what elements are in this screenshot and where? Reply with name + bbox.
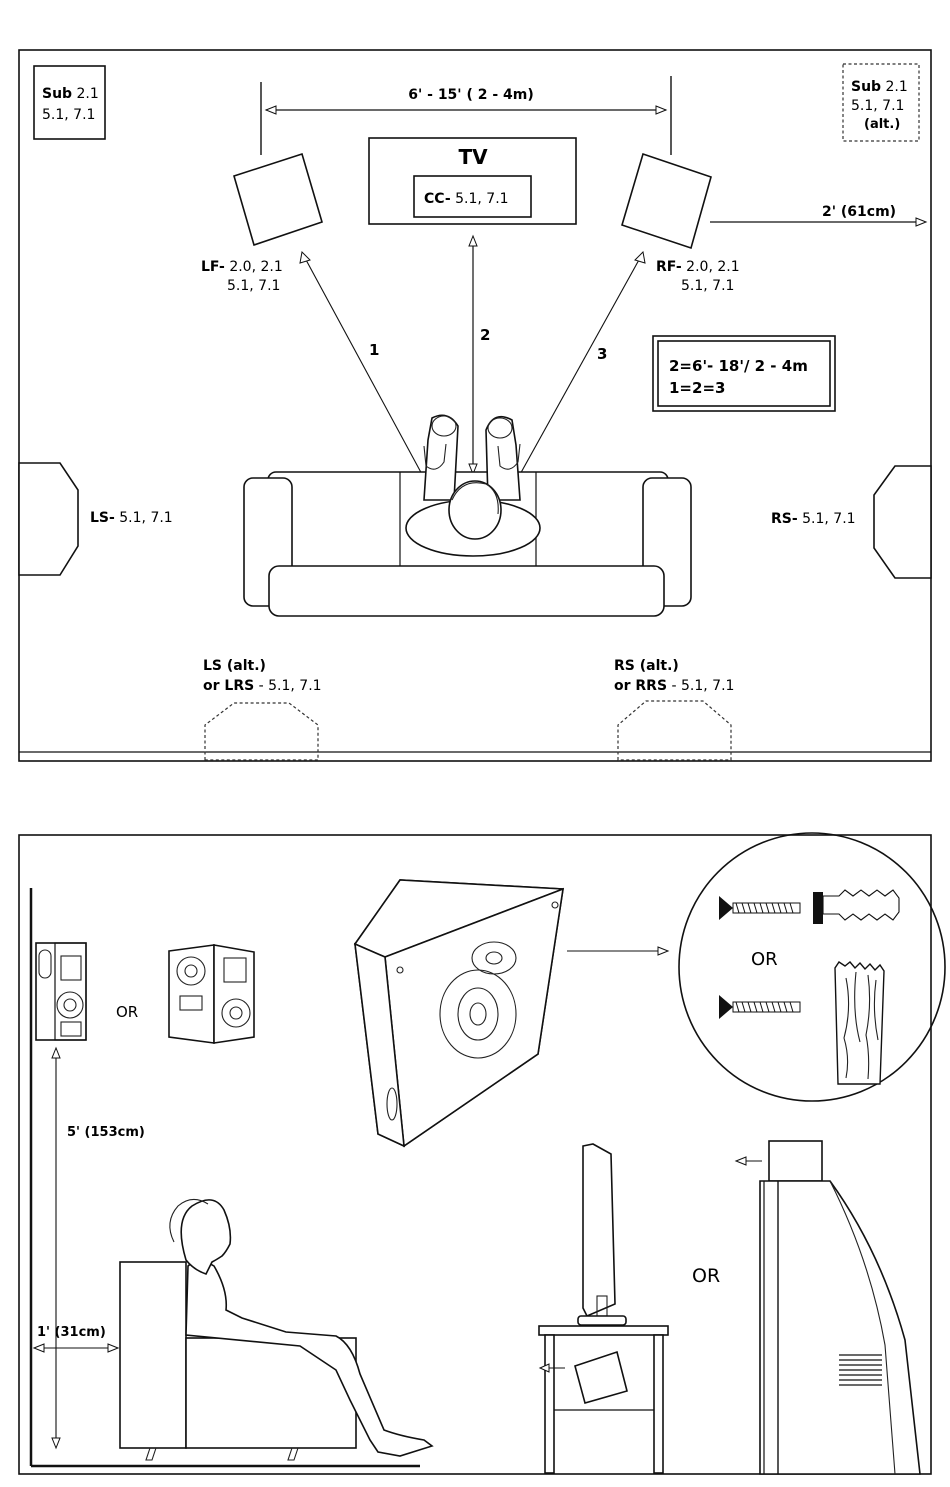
sub-alt-channels: 5.1, 7.1: [851, 98, 904, 114]
distance-arrow-2-top: [469, 236, 477, 246]
distance-label-1: 1: [369, 341, 379, 359]
right-surround-speaker: [874, 466, 931, 578]
wall-dim-label: 1' (31cm): [37, 1325, 106, 1340]
distance-arrow-3: [635, 252, 645, 263]
width-dim-arrow-right: [656, 106, 666, 114]
height-dim-label: 5' (153cm): [67, 1125, 145, 1140]
rs-alt-label: RS (alt.): [614, 658, 679, 674]
width-dim-arrow-left: [266, 106, 276, 114]
sub-alt-note: (alt.): [864, 117, 900, 132]
wall-bracket-speaker: [355, 880, 563, 1146]
wall-dim-arrow-right: [108, 1344, 118, 1352]
rs-alt-channels: or RRS - 5.1, 7.1: [614, 678, 734, 694]
left-surround-speaker: [19, 463, 78, 575]
wall-dim-arrow-left: [34, 1344, 44, 1352]
center-speaker-label: CC- 5.1, 7.1: [424, 191, 509, 207]
width-dim-label: 6' - 15' ( 2 - 4m): [408, 87, 534, 103]
right-rear-speaker-alt: [618, 701, 731, 760]
distance-line-3: [518, 258, 640, 478]
speaker-mounting-side-view: OR 5' (153cm) 1' (31cm): [0, 820, 950, 1487]
or-tv-label: OR: [692, 1265, 720, 1287]
lf-label: LF- 2.0, 2.1: [201, 259, 283, 275]
ls-alt-channels: or LRS - 5.1, 7.1: [203, 678, 322, 694]
flat-tv-on-stand: [539, 1144, 668, 1473]
crt-tv-with-speaker: [736, 1141, 920, 1474]
sub-box: [34, 66, 105, 139]
rule-line-2: 1=2=3: [669, 379, 725, 397]
detail-pointer-arrow: [658, 947, 668, 955]
ls-label: LS- 5.1, 7.1: [90, 510, 173, 526]
lf-channels: 5.1, 7.1: [227, 278, 280, 294]
or-speakers-label: OR: [116, 1003, 138, 1021]
rule-line-1: 2=6'- 18'/ 2 - 4m: [669, 357, 808, 375]
or-mount-label: OR: [751, 949, 778, 970]
standalone-speaker: [169, 945, 254, 1043]
distance-label-2: 2: [480, 326, 490, 344]
sub-channels: 5.1, 7.1: [42, 107, 95, 123]
height-dim-arrow-top: [52, 1048, 60, 1058]
rf-offset-label: 2' (61cm): [822, 204, 896, 220]
rf-label: RF- 2.0, 2.1: [656, 259, 740, 275]
sub-alt-label: Sub 2.1: [851, 79, 908, 95]
left-front-speaker: [234, 154, 322, 245]
rs-label: RS- 5.1, 7.1: [771, 511, 856, 527]
right-front-speaker: [622, 154, 711, 248]
distance-line-1: [305, 258, 424, 478]
sofa-with-listener: [244, 415, 691, 616]
speaker-placement-top-view: Sub 2.1 5.1, 7.1 Sub 2.1 5.1, 7.1 (alt.)…: [0, 0, 950, 780]
seated-listener: [120, 1199, 432, 1460]
distance-arrow-1: [300, 252, 310, 263]
mounting-hardware-detail: [679, 833, 945, 1101]
rf-offset-arrow: [916, 218, 926, 226]
sub-label: Sub 2.1: [42, 86, 99, 102]
ls-alt-label: LS (alt.): [203, 658, 266, 674]
tv-label: TV: [458, 145, 488, 169]
rf-channels: 5.1, 7.1: [681, 278, 734, 294]
wall-mounted-speaker: [36, 943, 86, 1040]
height-dim-arrow-bottom: [52, 1438, 60, 1448]
distance-label-3: 3: [597, 345, 607, 363]
